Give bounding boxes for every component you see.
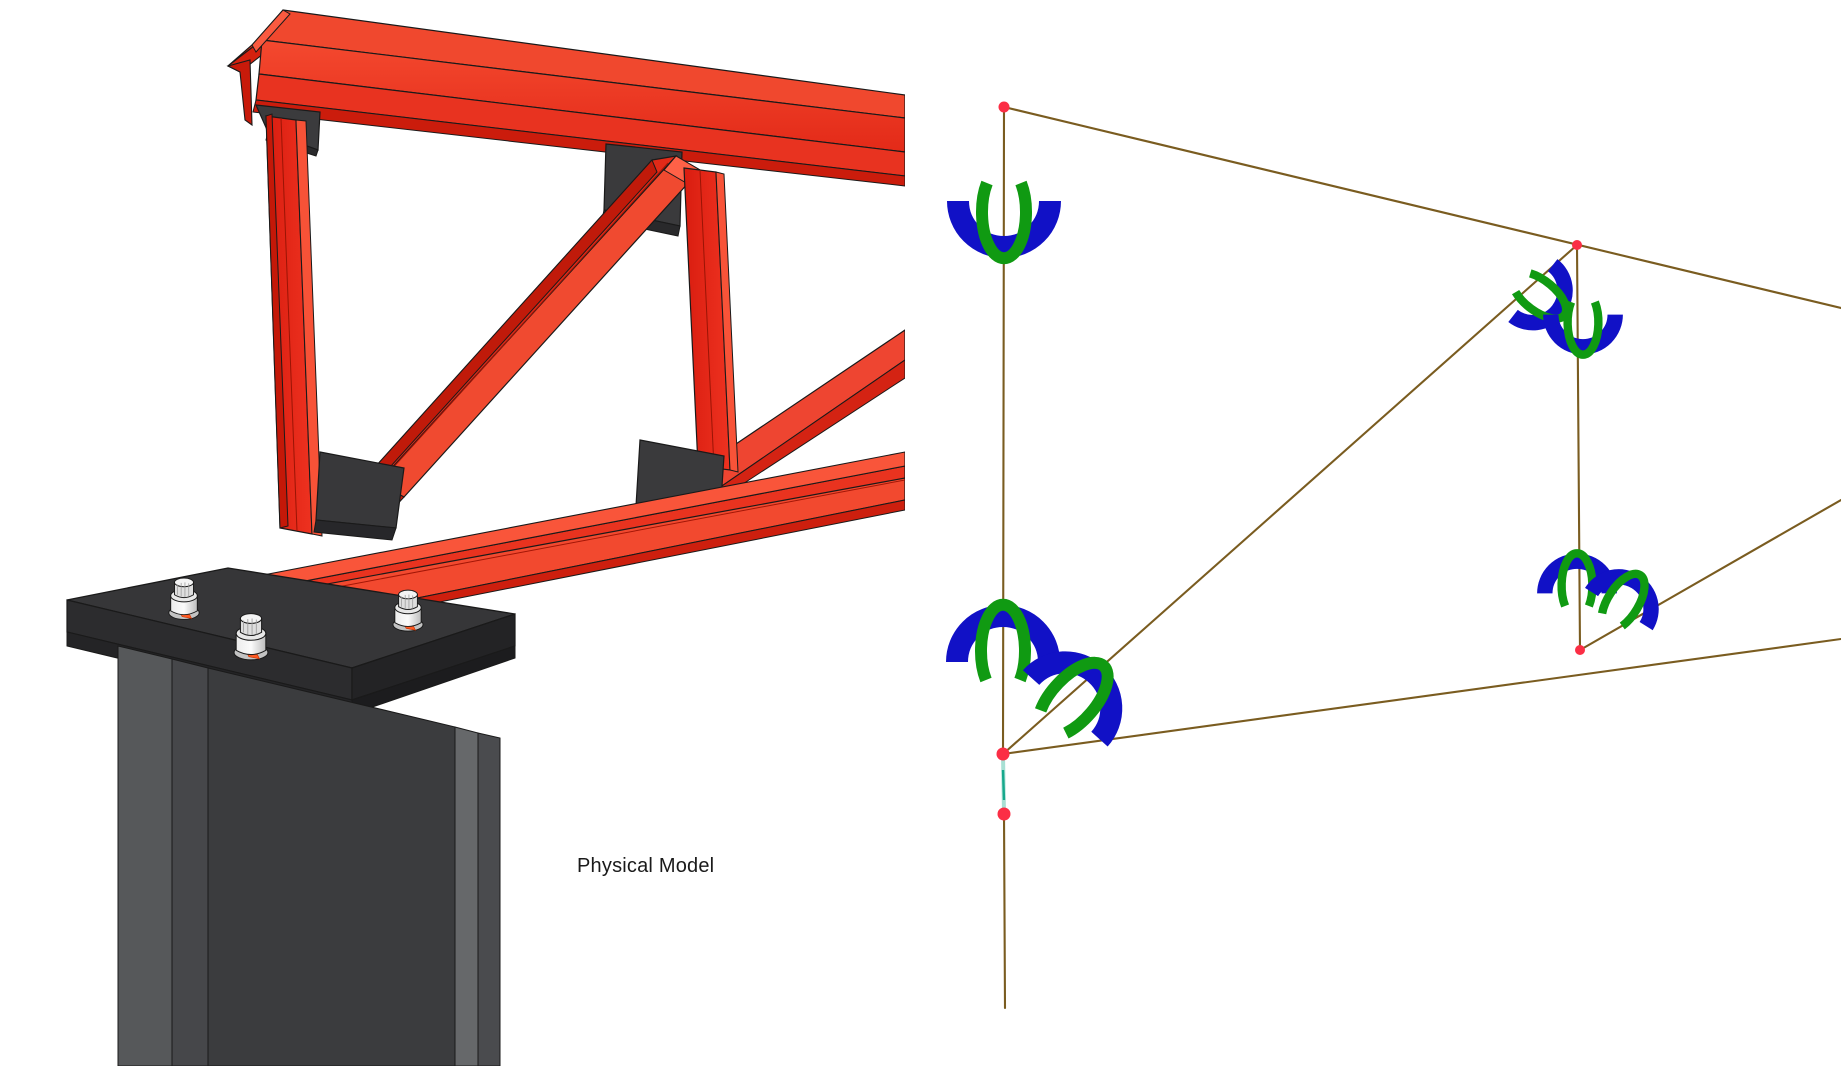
- physical-model-render[interactable]: [0, 0, 905, 1066]
- member-left-column[interactable]: [1001, 105, 1006, 756]
- anchor-bolt[interactable]: [168, 577, 200, 620]
- physical-model-caption: Physical Model: [577, 855, 715, 877]
- column[interactable]: [117, 645, 501, 1066]
- member-right-post[interactable]: [1575, 243, 1582, 652]
- gusset-plate-lower-left[interactable]: [313, 451, 405, 541]
- member-column-below[interactable]: [1002, 812, 1007, 1010]
- node-top-right[interactable]: [1572, 240, 1582, 250]
- physical-model-viewport[interactable]: Physical Model: [0, 0, 905, 1066]
- node-mid-right[interactable]: [1575, 645, 1585, 655]
- release-symbol-top-right-diagonal[interactable]: [1503, 257, 1584, 340]
- node-offset-lower[interactable]: [997, 807, 1011, 821]
- anchor-bolt[interactable]: [233, 613, 269, 661]
- member-top-chord[interactable]: [1002, 105, 1841, 310]
- member-lines[interactable]: [1001, 105, 1841, 1010]
- node-top-left[interactable]: [998, 101, 1010, 113]
- member-bottom-chord[interactable]: [1001, 637, 1841, 756]
- vertical-post-right[interactable]: [683, 167, 739, 473]
- node-base-left[interactable]: [996, 747, 1010, 761]
- vertical-post[interactable]: [265, 113, 323, 537]
- analytical-model-viewport[interactable]: Analytical Model: [905, 0, 1841, 1066]
- node-markers[interactable]: [996, 101, 1586, 821]
- rigid-offset-link[interactable]: [1001, 753, 1006, 815]
- anchor-bolt[interactable]: [392, 589, 424, 632]
- analytical-model-render[interactable]: [905, 0, 1841, 1066]
- top-chord-beam[interactable]: [226, 9, 905, 187]
